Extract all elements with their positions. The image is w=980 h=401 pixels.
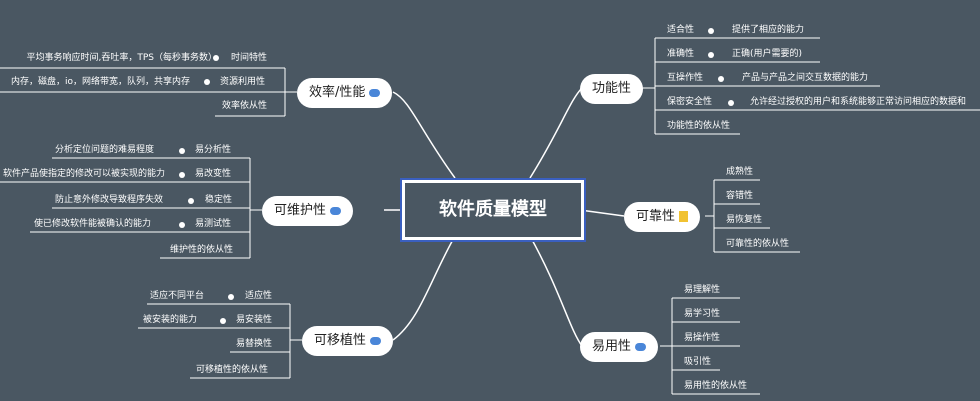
topic-efficiency[interactable]: 效率/性能 xyxy=(297,78,393,108)
maintainability-item-1[interactable]: 易分析性 xyxy=(195,145,232,155)
efficiency-item-3[interactable]: 效率依从性 xyxy=(222,101,268,111)
portability-item-1[interactable]: 适应性 xyxy=(245,291,273,301)
dot-icon xyxy=(213,55,219,61)
functionality-note-2: 正确(用户需要的) xyxy=(732,49,803,59)
dot-icon xyxy=(220,318,226,324)
functionality-note-4: 允许经过授权的用户和系统能够正常访问相应的数据和 xyxy=(750,97,967,107)
speech-bubble-icon xyxy=(330,206,342,215)
speech-bubble-icon xyxy=(635,342,647,351)
dot-icon xyxy=(179,172,185,178)
usability-item-2[interactable]: 易学习性 xyxy=(684,309,721,319)
maintainability-item-4[interactable]: 易测试性 xyxy=(195,219,232,229)
reliability-item-2[interactable]: 容错性 xyxy=(726,191,754,201)
maintainability-note-1: 分析定位问题的难易程度 xyxy=(55,145,155,155)
topic-usability[interactable]: 易用性 xyxy=(580,332,659,362)
portability-item-2[interactable]: 易安装性 xyxy=(236,315,273,325)
functionality-note-1: 提供了相应的能力 xyxy=(732,25,805,35)
dot-icon xyxy=(228,294,234,300)
usability-item-4[interactable]: 吸引性 xyxy=(684,357,712,367)
topic-efficiency-label: 效率/性能 xyxy=(309,85,366,100)
functionality-item-4[interactable]: 保密安全性 xyxy=(667,97,713,107)
maintainability-note-3: 防止意外修改导致程序失效 xyxy=(55,195,164,205)
topic-functionality[interactable]: 功能性 xyxy=(580,74,644,104)
dot-icon xyxy=(179,148,185,154)
maintainability-item-2[interactable]: 易改变性 xyxy=(195,169,232,179)
reliability-item-4[interactable]: 可靠性的依从性 xyxy=(726,239,790,249)
note-icon xyxy=(679,211,689,222)
usability-item-3[interactable]: 易操作性 xyxy=(684,333,721,343)
efficiency-note-2: 内存，磁盘，io，网络带宽，队列，共享内存 xyxy=(10,77,190,87)
reliability-item-1[interactable]: 成熟性 xyxy=(726,167,754,177)
dot-icon xyxy=(188,198,194,204)
reliability-item-3[interactable]: 易恢复性 xyxy=(726,215,763,225)
functionality-note-3: 产品与产品之间交互数据的能力 xyxy=(742,73,869,83)
portability-note-1: 适应不同平台 xyxy=(150,291,205,301)
topic-portability-label: 可移植性 xyxy=(314,333,367,348)
topic-functionality-label: 功能性 xyxy=(592,81,632,96)
dot-icon xyxy=(708,28,714,34)
topic-reliability[interactable]: 可靠性 xyxy=(624,202,701,232)
efficiency-item-2[interactable]: 资源利用性 xyxy=(220,77,266,87)
portability-item-4[interactable]: 可移植性的依从性 xyxy=(196,365,269,375)
maintainability-item-5[interactable]: 维护性的依从性 xyxy=(170,245,234,255)
maintainability-note-4: 使已修改软件能被确认的能力 xyxy=(34,219,152,229)
functionality-item-1[interactable]: 适合性 xyxy=(667,25,695,35)
dot-icon xyxy=(708,52,714,58)
efficiency-note-1: 平均事务响应时间,吞吐率，TPS（每秒事务数） xyxy=(26,53,218,63)
central-topic[interactable]: 软件质量模型 xyxy=(400,178,586,242)
efficiency-item-1[interactable]: 时间特性 xyxy=(231,53,268,63)
topic-maintainability-label: 可维护性 xyxy=(274,203,327,218)
topic-portability[interactable]: 可移植性 xyxy=(302,326,394,356)
dot-icon xyxy=(179,222,185,228)
functionality-item-5[interactable]: 功能性的依从性 xyxy=(667,121,731,131)
speech-bubble-icon xyxy=(369,88,381,97)
topic-reliability-label: 可靠性 xyxy=(636,209,676,224)
functionality-item-2[interactable]: 准确性 xyxy=(667,49,695,59)
maintainability-note-2: 软件产品使指定的修改可以被实现的能力 xyxy=(2,169,165,179)
portability-note-2: 被安装的能力 xyxy=(143,315,198,325)
topic-maintainability[interactable]: 可维护性 xyxy=(262,196,354,226)
topic-usability-label: 易用性 xyxy=(592,339,632,354)
usability-item-1[interactable]: 易理解性 xyxy=(684,285,721,295)
usability-item-5[interactable]: 易用性的依从性 xyxy=(684,381,748,391)
functionality-item-3[interactable]: 互操作性 xyxy=(667,73,704,83)
maintainability-item-3[interactable]: 稳定性 xyxy=(205,195,233,205)
dot-icon xyxy=(728,100,734,106)
dot-icon xyxy=(718,76,724,82)
speech-bubble-icon xyxy=(370,336,382,345)
dot-icon xyxy=(204,79,210,85)
portability-item-3[interactable]: 易替换性 xyxy=(236,339,273,349)
